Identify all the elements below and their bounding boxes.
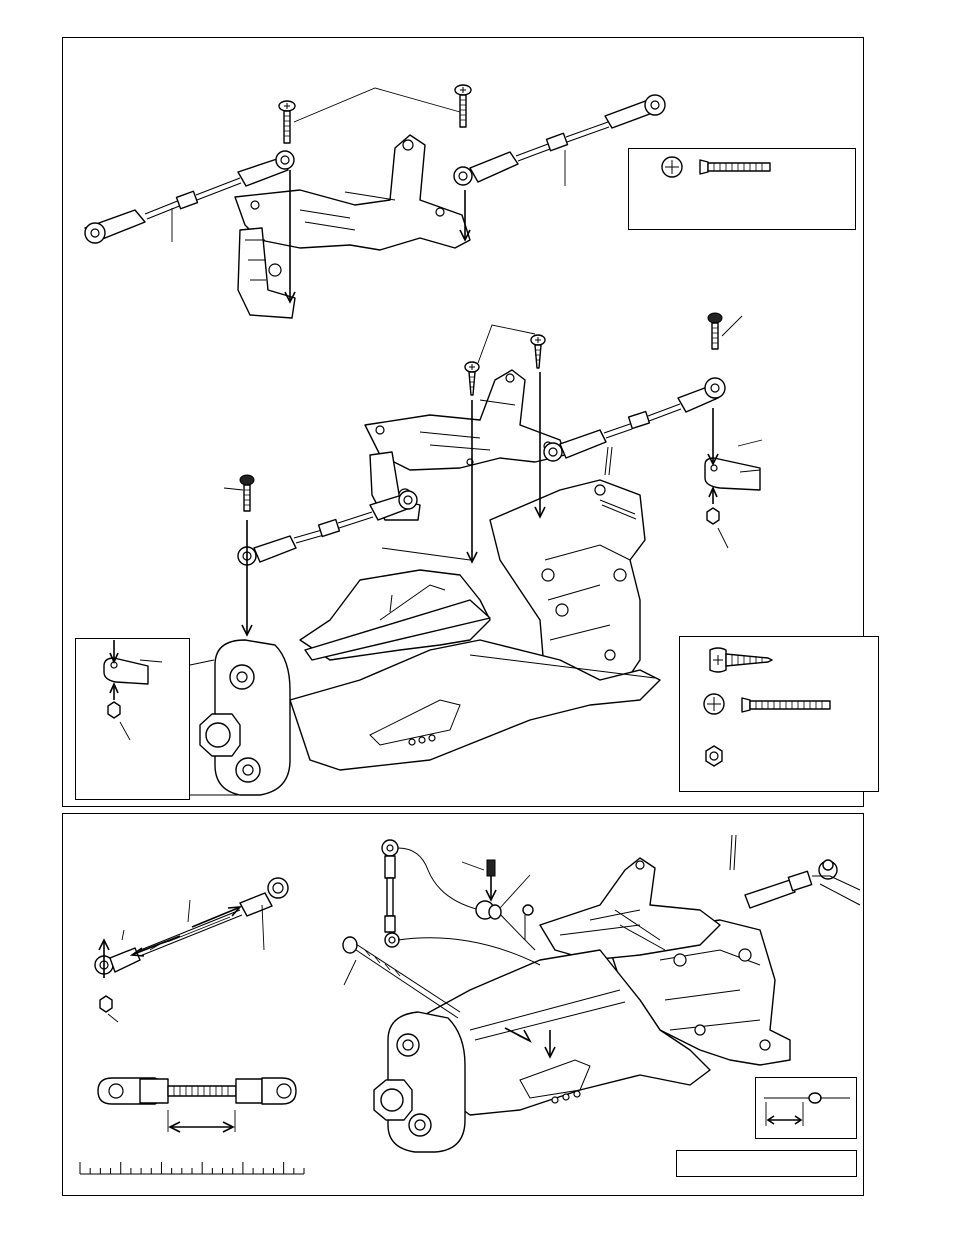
screw-mid-1 [465,362,479,395]
ball-collar [476,901,501,919]
screw-top-right [455,85,471,127]
length-detail-link [764,1093,850,1126]
ball-link-top [382,840,399,947]
axle-nut [200,714,240,756]
set-screw [487,860,495,876]
front-tower-plate [235,135,470,250]
screw-mid-left [240,475,254,511]
nut-lower [100,996,112,1012]
lower-axle-nut [374,1080,412,1120]
turnbuckle-detail [95,878,288,974]
lower-turnbuckle-right [745,860,860,908]
screw-leader-mid [478,325,535,363]
lower-tower-plate [540,858,720,960]
length-reference [98,1078,296,1104]
inset-bracket [104,658,148,684]
phillips-head-icon [662,157,682,177]
turnbuckle-mid-right [544,378,725,461]
flat-screw-icon-2 [742,698,830,712]
screw-leader-top [294,88,460,122]
rear-tower-plate [365,370,565,470]
flat-screw-icon [700,160,770,174]
screw-top-left [279,101,295,143]
nut-right [707,508,719,524]
turnbuckle-mid-left [238,491,417,565]
screw-mid-right [708,313,722,349]
phillips-head-icon-2 [704,694,724,714]
screw-mid-2 [531,335,545,368]
turnbuckle-top-right [454,95,665,185]
tapping-screw-icon [710,648,772,672]
scale-ruler [80,1162,304,1174]
inset-nut [108,702,120,718]
nut-icon [706,746,722,766]
